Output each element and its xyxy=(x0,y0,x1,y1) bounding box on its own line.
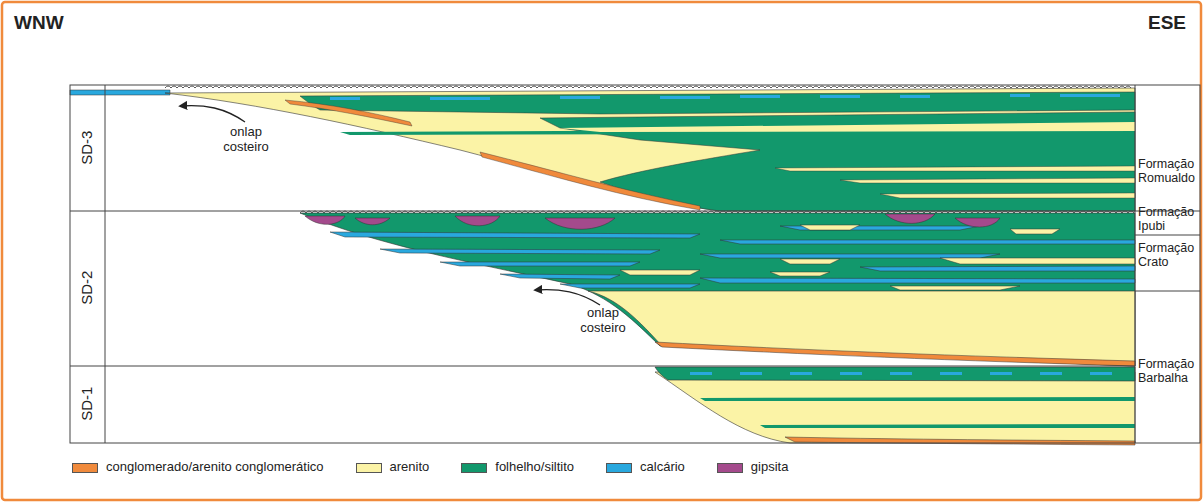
onlap-label: onlap costeiro xyxy=(574,306,632,336)
sd3-strata xyxy=(70,88,1135,211)
onlap-arrow xyxy=(535,290,600,305)
formation-label: Formação Barbalha xyxy=(1138,357,1200,386)
legend-text: gipsita xyxy=(751,460,789,475)
sequence-label: SD-2 xyxy=(78,271,95,305)
legend-text: arenito xyxy=(390,460,430,475)
direction-label: WNW xyxy=(14,12,64,34)
legend-swatch xyxy=(356,463,382,473)
sd2-strata xyxy=(300,213,1135,366)
formation-label: Formação Ipubi xyxy=(1138,205,1200,234)
legend-text: calcário xyxy=(640,460,685,475)
legend-text: folhelho/siltito xyxy=(495,460,574,475)
sequence-label: SD-3 xyxy=(78,131,95,165)
formation-label: Formação Crato xyxy=(1138,241,1200,270)
section-box xyxy=(70,85,1200,443)
onlap-label: onlap costeiro xyxy=(217,125,275,155)
legend-swatch xyxy=(72,463,98,473)
legend-text: conglomerado/arenito conglomerático xyxy=(106,460,324,475)
sequence-label: SD-1 xyxy=(78,387,95,421)
legend-swatch xyxy=(606,463,632,473)
legend-swatch xyxy=(461,463,487,473)
formation-label: Formação Romualdo xyxy=(1138,157,1200,186)
direction-label: ESE xyxy=(1148,12,1186,34)
legend-swatch xyxy=(717,463,743,473)
sd1-strata xyxy=(655,367,1135,445)
onlap-arrow xyxy=(180,106,245,122)
unconformity xyxy=(165,86,1131,88)
